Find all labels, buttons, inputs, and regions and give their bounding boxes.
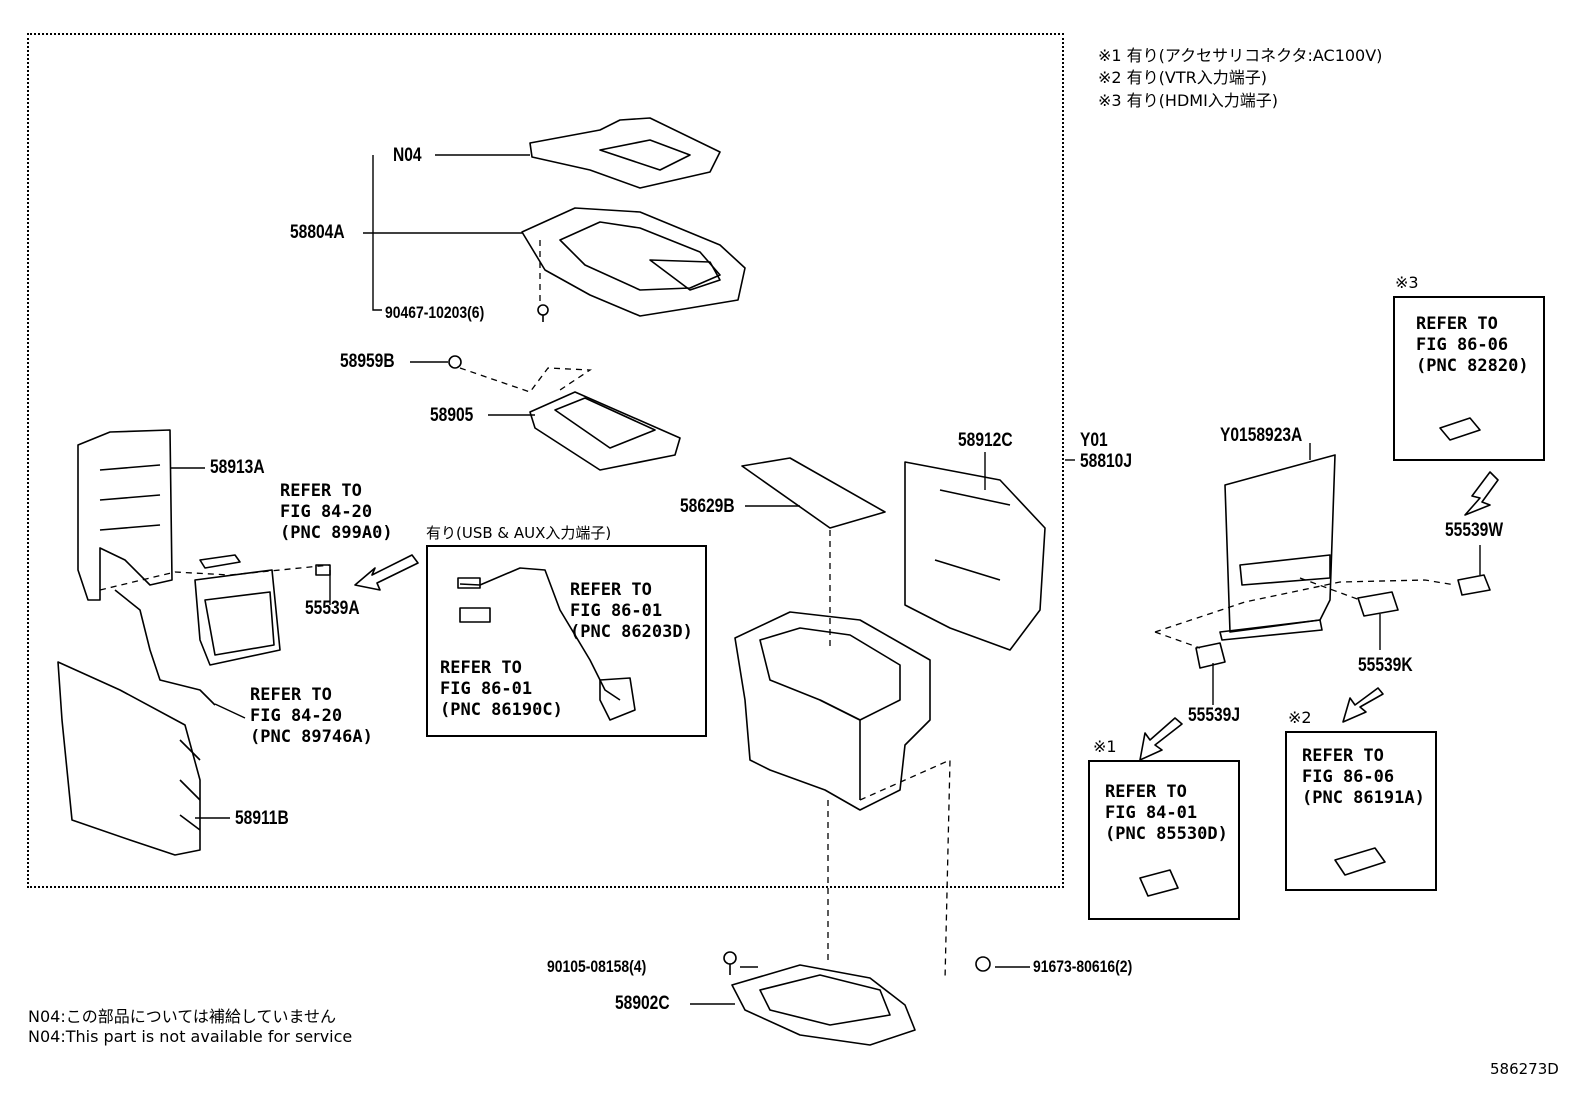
usb-aux-title: 有り(USB & AUX入力端子) — [426, 524, 612, 542]
label-55539a[interactable]: 55539A — [305, 598, 360, 619]
footer-note-ja: N04:この部品については補給していません — [28, 1007, 336, 1026]
refer-fig-84-01-85530d[interactable]: REFER TO FIG 84-01 (PNC 85530D) — [1105, 782, 1228, 844]
label-55539j[interactable]: 55539J — [1188, 705, 1240, 726]
refer-fig-86-01-86203d[interactable]: REFER TO FIG 86-01 (PNC 86203D) — [570, 580, 693, 642]
refer-fig-84-20-89746a[interactable]: REFER TO FIG 84-20 (PNC 89746A) — [250, 685, 373, 747]
label-55539k[interactable]: 55539K — [1358, 655, 1413, 676]
label-n04[interactable]: N04 — [393, 145, 422, 166]
label-58810j[interactable]: 58810J — [1080, 451, 1132, 472]
label-58923a[interactable]: Y0158923A — [1220, 425, 1303, 446]
diagram-id: 586273D — [1490, 1060, 1559, 1078]
label-58959b[interactable]: 58959B — [340, 351, 395, 372]
refer-fig-86-06-82820[interactable]: REFER TO FIG 86-06 (PNC 82820) — [1416, 314, 1529, 376]
mark-2: ※2 — [1288, 708, 1312, 727]
mark-1: ※1 — [1093, 737, 1117, 756]
mark-3: ※3 — [1395, 273, 1419, 292]
label-90105-08158[interactable]: 90105-08158(4) — [547, 957, 647, 976]
note-2: ※2 有り(VTR入力端子) — [1098, 68, 1267, 87]
label-90467-10203[interactable]: 90467-10203(6) — [385, 303, 485, 322]
label-55539w[interactable]: 55539W — [1445, 520, 1504, 541]
label-58629b[interactable]: 58629B — [680, 496, 735, 517]
refer-fig-84-20-899a0[interactable]: REFER TO FIG 84-20 (PNC 899A0) — [280, 481, 393, 543]
label-58902c[interactable]: 58902C — [615, 993, 670, 1014]
label-91673-80616[interactable]: 91673-80616(2) — [1033, 957, 1133, 976]
footer-note-en: N04:This part is not available for servi… — [28, 1027, 353, 1046]
label-58911b[interactable]: 58911B — [235, 808, 289, 829]
ref-box-ac100v — [1088, 760, 1240, 920]
label-y01[interactable]: Y01 — [1080, 430, 1108, 451]
ref-box-vtr — [1285, 731, 1437, 891]
ref-box-hdmi — [1393, 296, 1545, 461]
refer-fig-86-06-86191a[interactable]: REFER TO FIG 86-06 (PNC 86191A) — [1302, 746, 1425, 808]
label-58804a[interactable]: 58804A — [290, 222, 345, 243]
label-58913a[interactable]: 58913A — [210, 457, 265, 478]
refer-fig-86-01-86190c[interactable]: REFER TO FIG 86-01 (PNC 86190C) — [440, 658, 563, 720]
note-3: ※3 有り(HDMI入力端子) — [1098, 91, 1279, 110]
main-assembly-frame — [27, 33, 1064, 888]
usb-aux-box — [426, 545, 707, 737]
label-58912c[interactable]: 58912C — [958, 430, 1013, 451]
note-1: ※1 有り(アクセサリコネクタ:AC100V) — [1098, 46, 1383, 65]
label-58905[interactable]: 58905 — [430, 405, 474, 426]
